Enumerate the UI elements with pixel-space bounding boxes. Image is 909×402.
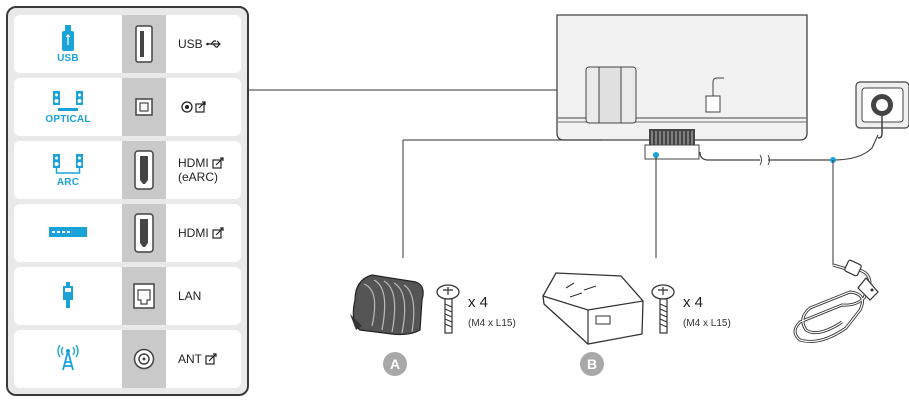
accessory-a-spec: (M4 x L15) — [468, 318, 516, 329]
port-label: USB — [178, 37, 203, 51]
arc-speakers-icon: ARC — [14, 141, 122, 199]
port-label: HDMI — [178, 156, 209, 170]
cable-holder-a-icon — [350, 274, 424, 336]
set-top-box-icon — [14, 204, 122, 262]
port-row-hdmi: HDMI — [14, 204, 241, 262]
hdmi-port-icon — [122, 204, 166, 262]
lan-port-icon — [122, 267, 166, 325]
badge-a: A — [383, 352, 407, 376]
coax-port-icon — [122, 330, 166, 388]
badge-b: B — [580, 352, 604, 376]
hdmi-symbol-icon — [212, 227, 224, 239]
power-cord-icon — [793, 259, 879, 343]
optical-symbol-icon — [181, 101, 206, 113]
port-row-optical: OPTICAL — [14, 78, 241, 136]
port-label: LAN — [178, 289, 202, 303]
lan-plug-icon — [14, 267, 122, 325]
port-caption: OPTICAL — [45, 113, 91, 125]
stand-b-icon — [542, 272, 644, 345]
accessory-b-qty: x 4 — [683, 294, 704, 311]
usb-device-icon: USB — [14, 15, 122, 73]
optical-port-icon — [122, 78, 166, 136]
wall-socket-icon — [855, 81, 909, 139]
port-caption: USB — [57, 52, 79, 64]
port-row-lan: LAN — [14, 267, 241, 325]
port-panel: USB USB OPTICAL — [6, 6, 249, 396]
antenna-icon — [14, 330, 122, 388]
hdmi-port-icon — [122, 141, 166, 199]
accessory-b-spec: (M4 x L15) — [683, 318, 731, 329]
ant-symbol-icon — [205, 353, 217, 365]
screw-a-icon — [436, 284, 460, 334]
usb-port-icon — [122, 15, 166, 73]
tv-back-illustration — [556, 14, 808, 160]
usb-symbol-icon — [205, 40, 221, 48]
port-label: ANT — [178, 352, 202, 366]
accessory-a-qty: x 4 — [468, 294, 489, 311]
port-label: HDMI — [178, 226, 209, 240]
port-row-ant: ANT — [14, 330, 241, 388]
port-row-arc: ARC HDMI (eARC) — [14, 141, 241, 199]
port-row-usb: USB USB — [14, 15, 241, 73]
port-sublabel: (eARC) — [178, 170, 219, 184]
port-caption: ARC — [56, 176, 80, 188]
screw-b-icon — [651, 284, 675, 334]
hdmi-symbol-icon — [212, 157, 224, 169]
optical-speakers-icon: OPTICAL — [14, 78, 122, 136]
